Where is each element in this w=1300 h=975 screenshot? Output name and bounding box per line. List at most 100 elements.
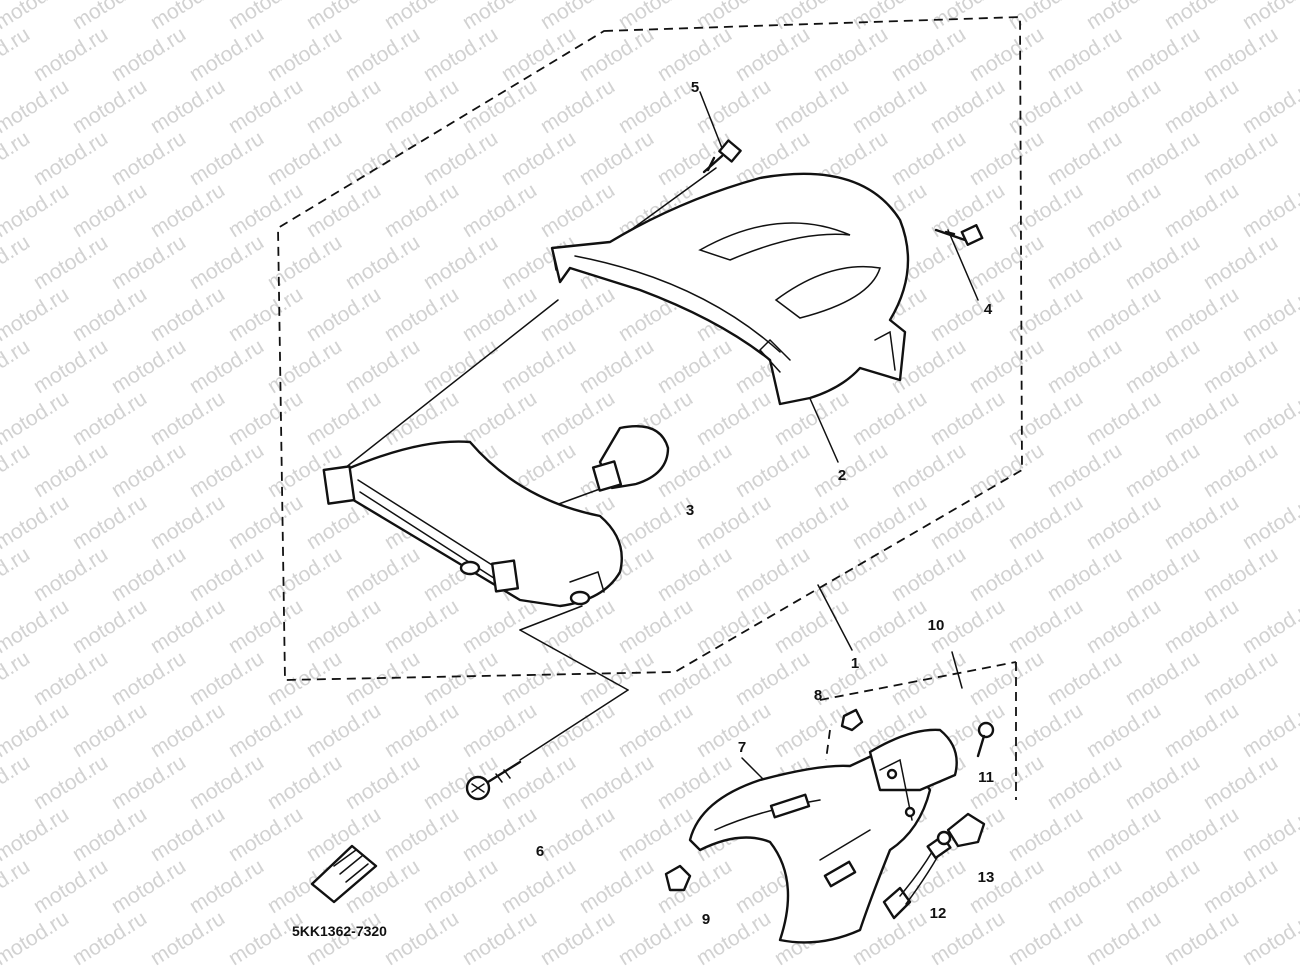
watermark-text: motod.ru [1121, 543, 1203, 606]
watermark-text: motod.ru [692, 0, 774, 34]
watermark-text: motod.ru [1121, 23, 1203, 86]
watermark-text: motod.ru [653, 647, 735, 710]
watermark-text: motod.ru [224, 595, 306, 658]
watermark-text: motod.ru [1121, 751, 1203, 814]
watermark-text: motod.ru [1004, 907, 1086, 970]
watermark-text: motod.ru [68, 699, 150, 762]
watermark-text: motod.ru [419, 647, 501, 710]
watermark-text: motod.ru [692, 699, 774, 762]
watermark-text: motod.ru [341, 751, 423, 814]
watermark-text: motod.ru [224, 179, 306, 242]
watermark-text: motod.ru [185, 751, 267, 814]
watermark-text: motod.ru [380, 803, 462, 866]
watermark-text: motod.ru [809, 23, 891, 86]
watermark-text: motod.ru [848, 0, 930, 34]
watermark-text: motod.ru [29, 751, 111, 814]
watermark-text: motod.ru [653, 335, 735, 398]
watermark-text: motod.ru [263, 23, 345, 86]
watermark-text: motod.ru [29, 335, 111, 398]
watermark-text: motod.ru [380, 179, 462, 242]
watermark-text: motod.ru [536, 699, 618, 762]
watermark-text: motod.ru [29, 543, 111, 606]
watermark-text: motod.ru [185, 231, 267, 294]
assembly-10-dashed-outline [819, 661, 1017, 800]
watermark-text: motod.ru [1043, 855, 1125, 918]
watermark-text: motod.ru [68, 907, 150, 970]
watermark-text: motod.ru [68, 803, 150, 866]
watermark-text: motod.ru [965, 647, 1047, 710]
watermark-text: motod.ru [1004, 803, 1086, 866]
watermark-text: motod.ru [0, 647, 34, 710]
watermark-text: motod.ru [68, 75, 150, 138]
watermark-text: motod.ru [1121, 647, 1203, 710]
watermark-text: motod.ru [692, 387, 774, 450]
watermark-text: motod.ru [1004, 595, 1086, 658]
part-8-nut [840, 708, 864, 732]
watermark-text: motod.ru [1004, 387, 1086, 450]
watermark-text: motod.ru [1082, 0, 1164, 34]
watermark-text: motod.ru [0, 855, 34, 918]
watermark-text: motod.ru [1199, 439, 1281, 502]
watermark-text: motod.ru [497, 751, 579, 814]
watermark-text: motod.ru [68, 491, 150, 554]
watermark-text: motod.ru [146, 699, 228, 762]
watermark-text: motod.ru [1043, 231, 1125, 294]
watermark-text: motod.ru [731, 543, 813, 606]
watermark-text: motod.ru [1082, 75, 1164, 138]
watermark-text: motod.ru [536, 75, 618, 138]
watermark-text: motod.ru [653, 23, 735, 86]
watermark-text: motod.ru [1199, 127, 1281, 190]
watermark-text: motod.ru [692, 491, 774, 554]
watermark-text: motod.ru [0, 387, 73, 450]
watermark-text: motod.ru [770, 0, 852, 34]
watermark-text: motod.ru [0, 283, 73, 346]
watermark-text: motod.ru [614, 907, 696, 970]
watermark-text: motod.ru [419, 23, 501, 86]
watermark-text: motod.ru [653, 855, 735, 918]
watermark-text: motod.ru [380, 699, 462, 762]
watermark-text: motod.ru [0, 439, 34, 502]
callout-6: 6 [536, 843, 544, 860]
watermark-text: motod.ru [380, 0, 462, 34]
watermark-text: motod.ru [1004, 491, 1086, 554]
watermark-text: motod.ru [68, 0, 150, 34]
watermark-text: motod.ru [731, 23, 813, 86]
watermark-text: motod.ru [653, 127, 735, 190]
watermark-text: motod.ru [185, 855, 267, 918]
watermark-text: motod.ru [887, 543, 969, 606]
watermark-text: motod.ru [0, 23, 34, 86]
watermark-text: motod.ru [1082, 803, 1164, 866]
watermark-text: motod.ru [0, 907, 73, 970]
watermark-text: motod.ru [536, 907, 618, 970]
watermark-text: motod.ru [341, 23, 423, 86]
watermark-text: motod.ru [965, 543, 1047, 606]
watermark-text: motod.ru [68, 387, 150, 450]
watermark-text: motod.ru [341, 231, 423, 294]
part-11-screw [976, 721, 995, 758]
watermark-text: motod.ru [419, 855, 501, 918]
watermark-text: motod.ru [1043, 335, 1125, 398]
watermark-text: motod.ru [692, 75, 774, 138]
watermark-text: motod.ru [1199, 751, 1281, 814]
part-10-license-light [868, 728, 958, 821]
watermark-text: motod.ru [185, 23, 267, 86]
watermark-text: motod.ru [419, 127, 501, 190]
part-4-screw [934, 224, 984, 246]
watermark-text: motod.ru [263, 335, 345, 398]
watermark-text: motod.ru [146, 595, 228, 658]
watermark-text: motod.ru [146, 283, 228, 346]
part-6-screw [465, 760, 522, 801]
watermark-text: motod.ru [341, 543, 423, 606]
watermark-text: motod.ru [263, 127, 345, 190]
watermark-text: motod.ru [146, 387, 228, 450]
watermark-text: motod.ru [107, 855, 189, 918]
watermark-text: motod.ru [458, 699, 540, 762]
watermark-text: motod.ru [380, 283, 462, 346]
callout-labels: 1 2 3 4 5 6 7 8 9 10 11 12 13 [536, 79, 995, 928]
watermark-text: motod.ru [965, 23, 1047, 86]
watermark-text: motod.ru [1082, 595, 1164, 658]
watermark-text: motod.ru [887, 127, 969, 190]
watermark-text: motod.ru [770, 491, 852, 554]
watermark-text: motod.ru [458, 907, 540, 970]
